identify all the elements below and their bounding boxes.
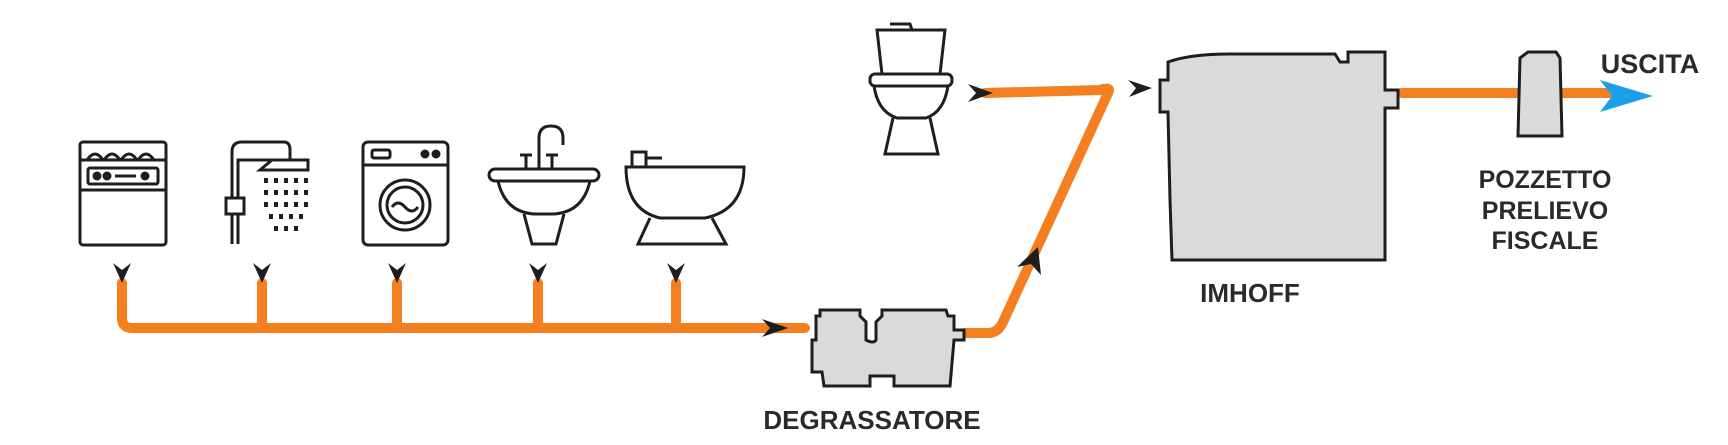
flow-arrow-toilet (968, 84, 993, 102)
exit-arrow (1600, 80, 1653, 112)
shower-icon (224, 140, 310, 244)
flow-arrow-washer (388, 263, 406, 283)
main-collector-pipe (117, 278, 810, 333)
washing-machine-icon (361, 140, 450, 247)
bidet-icon (624, 150, 746, 246)
pipes (117, 83, 1615, 338)
degrassatore-label: DEGRASSATORE (763, 405, 981, 435)
pozzetto-fiscale (1516, 50, 1564, 138)
pozzetto-label: POZZETTO PRELIEVO FISCALE (1445, 165, 1645, 257)
degrassatore-to-imhoff-pipe (960, 83, 1114, 338)
flow-arrow-shower (253, 263, 271, 283)
dishwasher-icon (78, 140, 168, 247)
flow-arrow-to-imhoff (1128, 80, 1152, 97)
uscita-label: USCITA (1600, 49, 1700, 79)
imhoff-label: IMHOFF (1200, 278, 1300, 308)
flow-arrow-up-riser (1017, 247, 1041, 275)
flow-arrow-dishwasher (113, 263, 131, 283)
flow-arrow-to-degrassatore (762, 319, 788, 337)
flow-arrow-sink (529, 263, 547, 283)
toilet-icon (868, 22, 954, 156)
imhoff-tank (1158, 50, 1400, 262)
flow-arrow-bidet (667, 263, 685, 283)
pozzetto-label-line-1: POZZETTO (1478, 166, 1612, 194)
degrassatore-tank (810, 308, 966, 388)
pozzetto-label-line-2: PRELIEVO (1481, 196, 1609, 225)
pozzetto-label-line-3: FISCALE (1491, 227, 1599, 255)
sink-icon (487, 124, 601, 246)
flow-arrows (113, 80, 1152, 337)
